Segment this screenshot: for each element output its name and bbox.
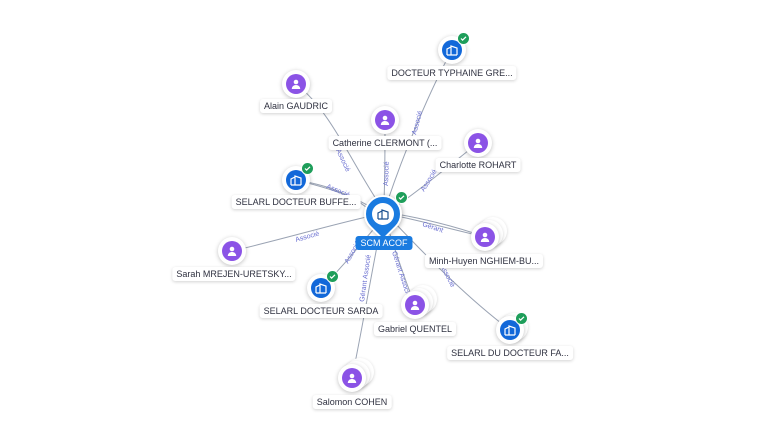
person-icon — [405, 295, 425, 315]
building-icon — [442, 40, 462, 60]
node-label-mrejen[interactable]: Sarah MREJEN-URETSKY... — [172, 267, 296, 281]
building-icon — [372, 203, 394, 225]
center-node-label[interactable]: SCM ACOF — [355, 236, 413, 250]
building-icon — [500, 320, 520, 340]
node-rohart[interactable] — [464, 129, 492, 157]
verified-check-icon — [395, 191, 408, 204]
person-icon — [475, 227, 495, 247]
node-quentel[interactable] — [401, 285, 437, 319]
edge-label-clermont: Associé — [383, 161, 391, 186]
person-icon — [468, 133, 488, 153]
node-label-quentel[interactable]: Gabriel QUENTEL — [373, 322, 457, 336]
node-label-cohen[interactable]: Salomon COHEN — [312, 395, 392, 409]
node-label-buffe[interactable]: SELARL DOCTEUR BUFFE... — [231, 195, 361, 209]
person-icon — [375, 110, 395, 130]
node-clermont[interactable] — [371, 106, 399, 134]
edge-label-rohart: Associé — [420, 168, 439, 193]
node-mrejen[interactable] — [218, 237, 246, 265]
building-icon — [286, 170, 306, 190]
node-label-sarda[interactable]: SELARL DOCTEUR SARDA — [259, 304, 383, 318]
node-label-fa[interactable]: SELARL DU DOCTEUR FA... — [447, 346, 573, 360]
node-fa[interactable] — [496, 312, 528, 344]
node-label-rohart[interactable]: Charlotte ROHART — [435, 158, 521, 172]
verified-check-icon — [301, 162, 314, 175]
verified-check-icon — [515, 312, 528, 325]
center-node-scm-acof[interactable] — [356, 187, 410, 241]
node-cohen[interactable] — [338, 358, 374, 392]
edge-typhaine — [387, 49, 453, 201]
node-label-nghiem[interactable]: Minh-Huyen NGHIEM-BU... — [424, 254, 544, 268]
edge-fa — [393, 221, 511, 331]
node-label-typhaine[interactable]: DOCTEUR TYPHAINE GRE... — [387, 66, 517, 80]
node-gaudric[interactable] — [282, 70, 310, 98]
node-nghiem[interactable] — [471, 217, 507, 251]
node-label-gaudric[interactable]: Alain GAUDRIC — [259, 99, 333, 113]
person-icon — [222, 241, 242, 261]
node-label-clermont[interactable]: Catherine CLERMONT (... — [328, 136, 442, 150]
verified-check-icon — [326, 270, 339, 283]
verified-check-icon — [457, 32, 470, 45]
building-icon — [311, 278, 331, 298]
edge-label-mrejen: Associé — [295, 230, 321, 244]
edge-label-typhaine: Associé — [411, 110, 424, 136]
node-typhaine[interactable] — [438, 32, 470, 64]
edge-mrejen — [231, 215, 372, 252]
node-sarda[interactable] — [307, 270, 339, 302]
node-buffe[interactable] — [282, 162, 314, 194]
person-icon — [342, 368, 362, 388]
person-icon — [286, 74, 306, 94]
